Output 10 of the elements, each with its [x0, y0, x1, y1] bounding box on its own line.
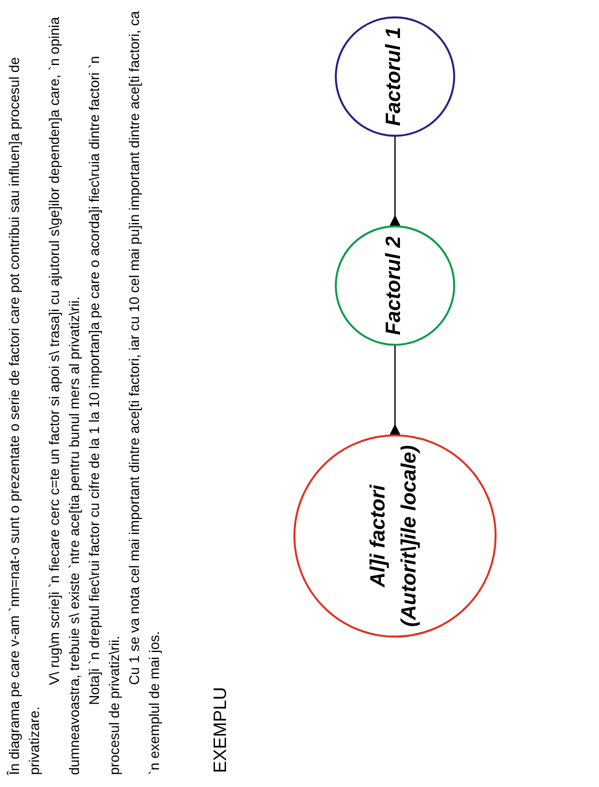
instruction-paragraph: Cu 1 se va nota cel mai important dintre ace[ti factori, iar cu 10 cel mai pu]in important dintre ace[ti factori, ca `n exemplul de mai jos.	[125, 10, 163, 775]
instruction-paragraph: În diagrama pe care v-am `nm=nat-o sunt o prezentate o serie de factori care pot contribui sau influen]a procesul de privatizare.	[5, 56, 43, 775]
arrow	[389, 136, 401, 227]
node-circle: Factorul 2	[334, 225, 456, 346]
node-circle: Al]i factori (Autorit\]ile locale)	[293, 434, 497, 638]
instruction-paragraph: Nota]i `n dreptul fiec\rui factor cu cifre de la 1 la 10 importan]a pe care o acorda]i fiec\ruia dintre factori `n procesul de privatiz\rii.	[85, 55, 123, 775]
instruction-paragraph: V\ rug\m scrie]i `n fiecare cerc c=te un factor si apoi s\ trasa]i cu ajutorul s\ge]ilor dependen]a care, `n opinia dumneavoastra, trebuie s\ existe `ntre ace[tia pentru bunul mers al privatiz\rii.	[45, 16, 83, 775]
node-circle: Factorul 1	[334, 16, 456, 137]
example-heading: EXEMPLU	[210, 686, 231, 773]
arrow	[389, 344, 401, 436]
